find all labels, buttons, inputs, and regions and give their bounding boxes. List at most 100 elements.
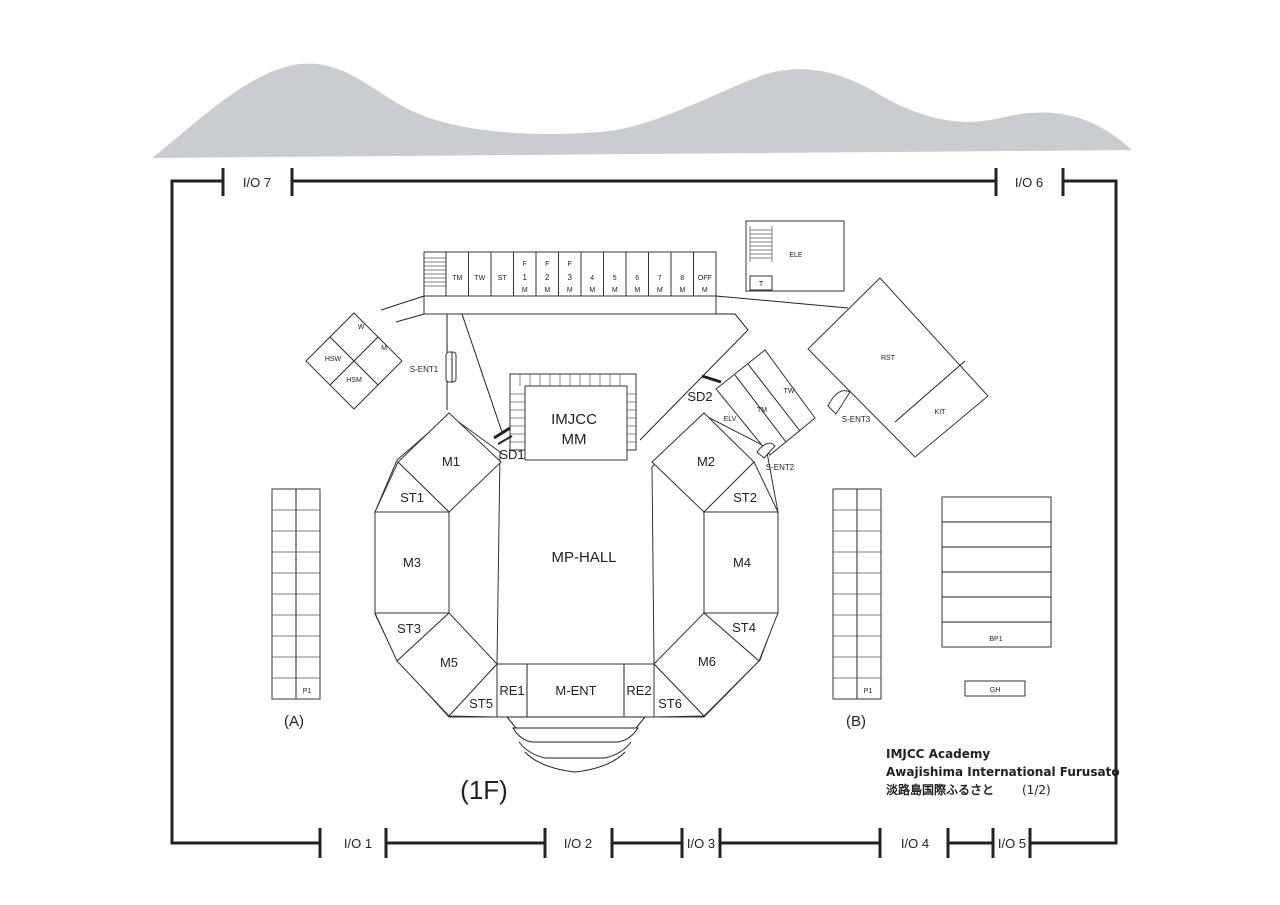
zone-a-label: (A) xyxy=(284,713,304,730)
imjcc-label: IMJCC xyxy=(551,411,597,428)
side-entrance-2 xyxy=(756,442,776,459)
st4-label: ST4 xyxy=(732,620,756,635)
office-cell-top-label: F xyxy=(568,261,572,268)
io4-label: I/O 4 xyxy=(901,836,929,851)
st1-label: ST1 xyxy=(400,490,424,505)
sd1-label: SD1 xyxy=(499,447,524,462)
m6-label: M6 xyxy=(698,654,716,669)
rst-label: RST xyxy=(881,355,896,362)
office-cell-bot-label: M xyxy=(612,287,618,294)
zone-b-label: (B) xyxy=(846,713,866,730)
office-cell-mid-label: 4 xyxy=(590,275,594,282)
room-hsw: HSW xyxy=(325,356,342,363)
s-ent2-label: S-ENT2 xyxy=(766,463,795,472)
caption-page: (1/2) xyxy=(1022,783,1051,797)
caption-line2: Awajishima International Furusato xyxy=(886,765,1120,779)
m2-label: M2 xyxy=(697,454,715,469)
io5-label: I/O 5 xyxy=(998,836,1026,851)
kit-label: KIT xyxy=(935,409,947,416)
office-cell xyxy=(490,251,514,297)
imjcc-mm-label: MM xyxy=(562,431,587,448)
sd1-door xyxy=(493,426,511,440)
office-cell-bot-label: M xyxy=(567,287,573,294)
office-cell-bot-label: M xyxy=(657,287,663,294)
parking-a xyxy=(271,488,321,700)
office-cell-mid-label: ST xyxy=(498,275,508,282)
office-cell-mid-label: 3 xyxy=(568,273,573,282)
entrance-steps xyxy=(505,716,647,773)
re1-label: RE1 xyxy=(499,683,524,698)
office-cell-mid-label: 7 xyxy=(658,275,662,282)
bike-parking xyxy=(941,496,1052,648)
office-cell-top-label: F xyxy=(523,261,527,268)
sd2-label: SD2 xyxy=(687,389,712,404)
m4-label: M4 xyxy=(733,555,751,570)
gh-block xyxy=(964,680,1026,697)
room-hsm: HSM xyxy=(346,377,362,384)
ele-label: ELE xyxy=(789,252,803,259)
room-w: W xyxy=(358,324,365,331)
parking-a-label: P1 xyxy=(303,688,312,695)
office-cell-bot-label: M xyxy=(522,287,528,294)
tw-label: TW xyxy=(784,388,795,395)
side-entrance-3 xyxy=(827,390,851,415)
office-cell-bot-label: M xyxy=(679,287,685,294)
io3-label: I/O 3 xyxy=(687,836,715,851)
m-ent-label: M-ENT xyxy=(555,683,596,698)
office-cell-mid-label: 6 xyxy=(635,275,639,282)
bp1-label: BP1 xyxy=(989,636,1002,643)
st3-label: ST3 xyxy=(397,621,421,636)
office-cell-mid-label: 8 xyxy=(680,275,684,282)
io7-label: I/O 7 xyxy=(243,175,271,190)
m3-label: M3 xyxy=(403,555,421,570)
mountain-silhouette xyxy=(152,63,1132,158)
mp-hall xyxy=(374,412,779,718)
floor-label: (1F) xyxy=(460,775,508,805)
side-entrance-1 xyxy=(445,351,457,383)
sd2-door xyxy=(701,374,722,384)
st6-label: ST6 xyxy=(658,696,682,711)
re2-label: RE2 xyxy=(626,683,651,698)
office-cell-bot-label: M xyxy=(589,287,595,294)
tm-label: TM xyxy=(757,407,767,414)
site-boundary xyxy=(170,168,1118,858)
toilet-block xyxy=(305,312,403,410)
io2-label: I/O 2 xyxy=(564,836,592,851)
caption-line1: IMJCC Academy xyxy=(886,747,990,761)
office-cell-mid-label: TW xyxy=(474,275,485,282)
office-cell-mid-label: OFF xyxy=(698,275,712,282)
elv-label: ELV xyxy=(724,416,737,423)
office-cell xyxy=(445,251,469,297)
mp-hall-label: MP-HALL xyxy=(551,549,616,566)
st2-label: ST2 xyxy=(733,490,757,505)
restaurant-block xyxy=(807,277,989,458)
ele-block xyxy=(745,220,845,292)
io1-label: I/O 1 xyxy=(344,836,372,851)
sd1-door-b xyxy=(497,435,513,445)
m1-label: M1 xyxy=(442,454,460,469)
room-m: M xyxy=(381,345,387,352)
parking-b xyxy=(832,488,882,700)
s-ent1-label: S-ENT1 xyxy=(410,365,439,374)
s-ent3-label: S-ENT3 xyxy=(842,415,871,424)
office-cell-mid-label: 5 xyxy=(613,275,617,282)
east-wing xyxy=(715,349,816,456)
gh-label: GH xyxy=(990,687,1001,694)
parking-b-label: P1 xyxy=(864,688,873,695)
t-label: T xyxy=(759,281,764,288)
imjcc-mm-room xyxy=(509,373,637,461)
office-cell xyxy=(468,251,492,297)
office-cell-bot-label: M xyxy=(702,287,708,294)
corridor xyxy=(380,295,849,441)
office-cell-mid-label: TM xyxy=(452,275,462,282)
st5-label: ST5 xyxy=(469,696,493,711)
office-cell-top-label: F xyxy=(545,261,549,268)
m5-label: M5 xyxy=(440,655,458,670)
office-cell-mid-label: 2 xyxy=(545,273,550,282)
office-cell-bot-label: M xyxy=(634,287,640,294)
office-cell-bot-label: M xyxy=(544,287,550,294)
io6-label: I/O 6 xyxy=(1015,175,1043,190)
caption-line3: 淡路島国際ふるさと xyxy=(886,782,994,797)
